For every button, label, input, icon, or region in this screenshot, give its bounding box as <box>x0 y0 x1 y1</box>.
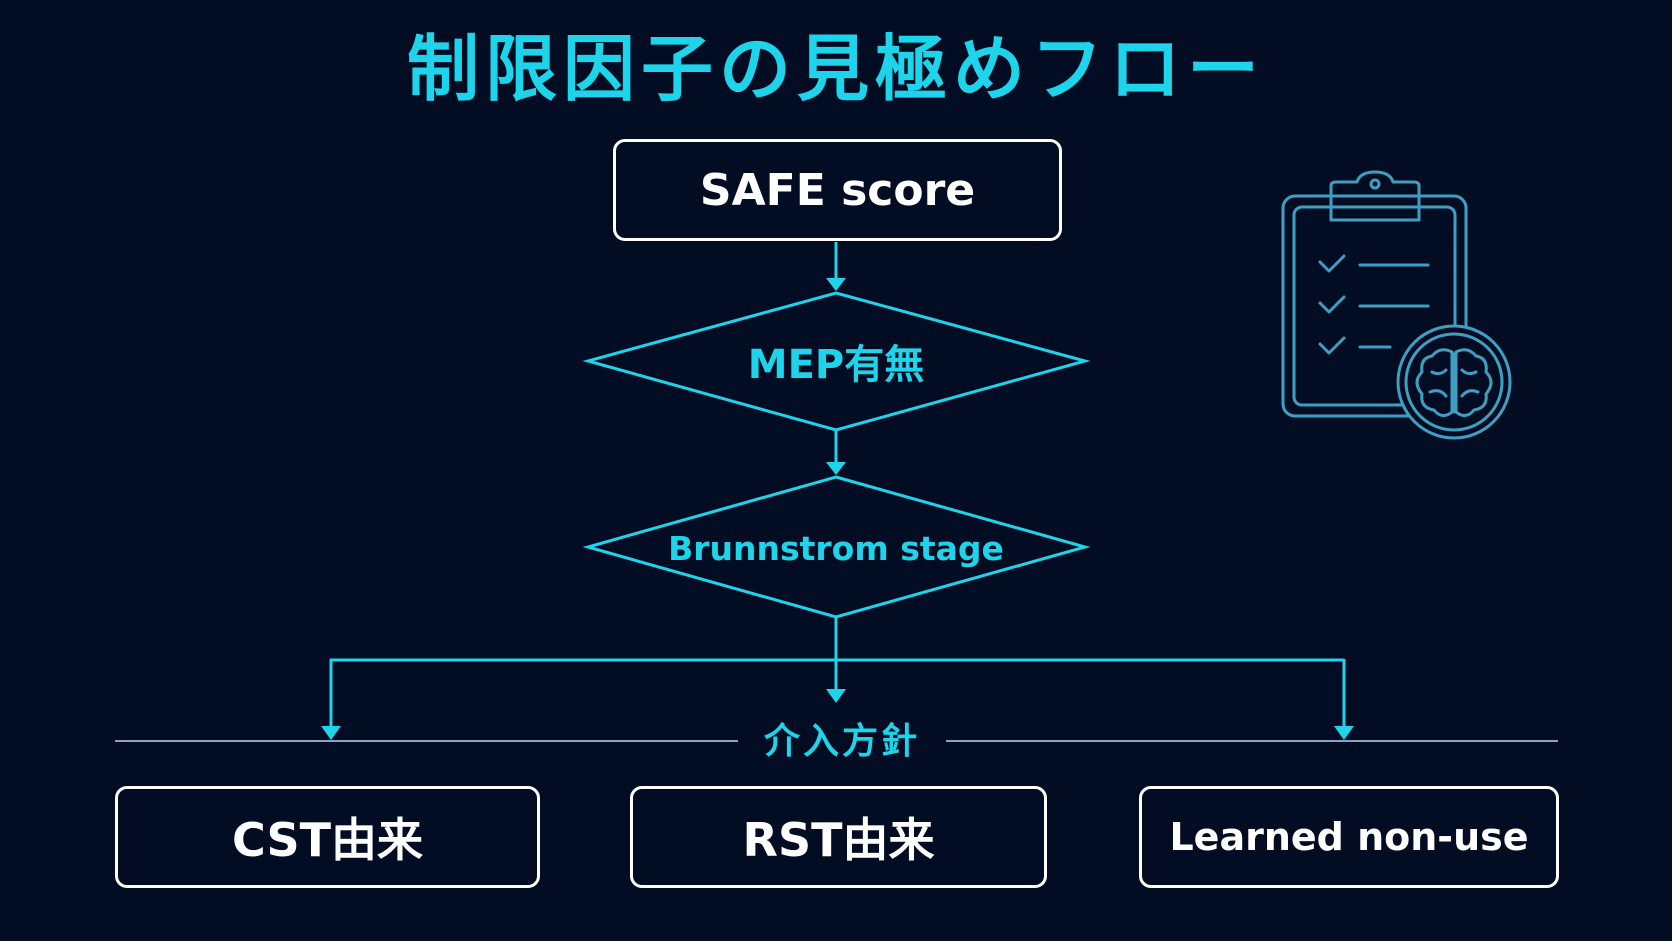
arrow-start-to-mep <box>826 242 846 291</box>
outcome-box-rst: RST由来 <box>630 786 1047 888</box>
brain-icon <box>1396 324 1512 440</box>
brunnstrom-decision-label: Brunnstrom stage <box>668 528 1004 568</box>
outcome-label: CST由来 <box>231 813 424 867</box>
start-label: SAFE score <box>699 164 976 216</box>
start-box: SAFE score <box>613 139 1062 241</box>
outcome-box-cst: CST由来 <box>115 786 540 888</box>
outcome-label: RST由来 <box>742 813 935 867</box>
mep-decision-label: MEP有無 <box>747 342 925 388</box>
clipboard-checklist-icon <box>1281 170 1468 418</box>
section-label-intervention: 介入方針 <box>763 721 920 762</box>
branch-connectors <box>321 617 1354 740</box>
outcome-box-learned-non-use: Learned non-use <box>1139 786 1559 888</box>
page-title: 制限因子の見極めフロー <box>406 27 1265 111</box>
arrow-mep-to-brunnstrom <box>826 430 846 475</box>
outcome-label: Learned non-use <box>1169 815 1529 859</box>
